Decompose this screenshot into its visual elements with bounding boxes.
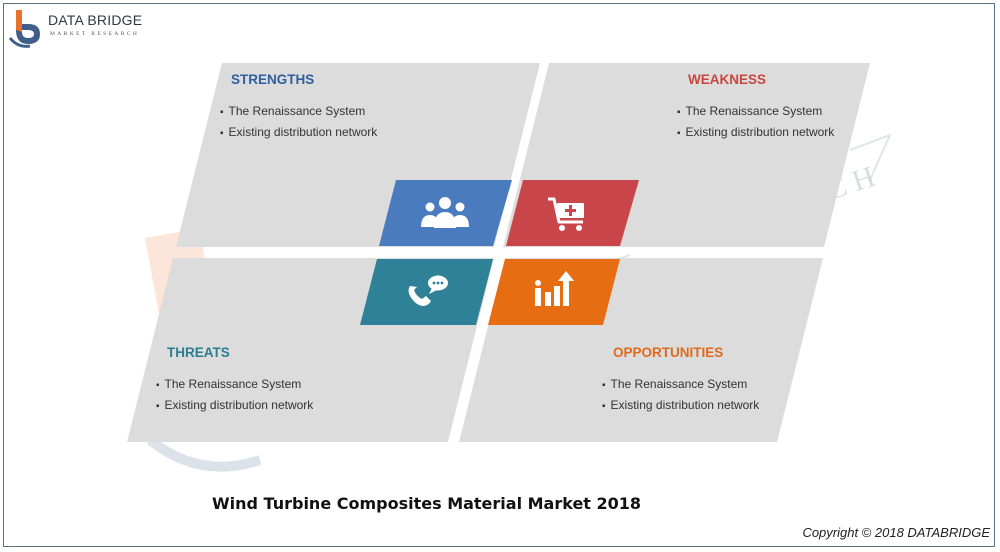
threats-tile	[360, 259, 493, 325]
list-item: Existing distribution network	[220, 122, 378, 143]
list-item: The Renaissance System	[220, 101, 377, 122]
brand-logo: DATA BRIDGE MARKET RESEARCH	[8, 8, 148, 48]
list-item: The Renaissance System	[156, 374, 313, 395]
report-title: Wind Turbine Composites Material Market …	[212, 494, 642, 513]
growth-chart-icon	[535, 271, 574, 306]
list-item: Existing distribution network	[156, 395, 314, 416]
brand-tagline: MARKET RESEARCH	[50, 31, 140, 37]
cart-icon	[548, 197, 584, 231]
opportunities-title: OPPORTUNITIES	[613, 345, 724, 360]
phone-chat-icon	[408, 275, 448, 306]
image-frame	[3, 3, 995, 547]
weakness-title: WEAKNESS	[688, 72, 767, 87]
list-item: Existing distribution network	[602, 395, 760, 416]
brand-name: DATA BRIDGE	[48, 12, 143, 28]
list-item: The Renaissance System	[602, 374, 759, 395]
list-item: Existing distribution network	[677, 122, 835, 143]
people-group-icon	[421, 197, 469, 228]
threats-list: The Renaissance System Existing distribu…	[156, 374, 314, 416]
list-item: The Renaissance System	[677, 101, 834, 122]
threats-title: THREATS	[167, 345, 230, 360]
copyright-notice: Copyright © 2018 DATABRIDGE	[802, 525, 990, 540]
logo-mark-icon	[8, 10, 40, 48]
opportunities-list: The Renaissance System Existing distribu…	[602, 374, 760, 416]
strengths-list: The Renaissance System Existing distribu…	[220, 101, 378, 143]
weakness-list: The Renaissance System Existing distribu…	[677, 101, 835, 143]
strengths-title: STRENGTHS	[231, 72, 315, 87]
